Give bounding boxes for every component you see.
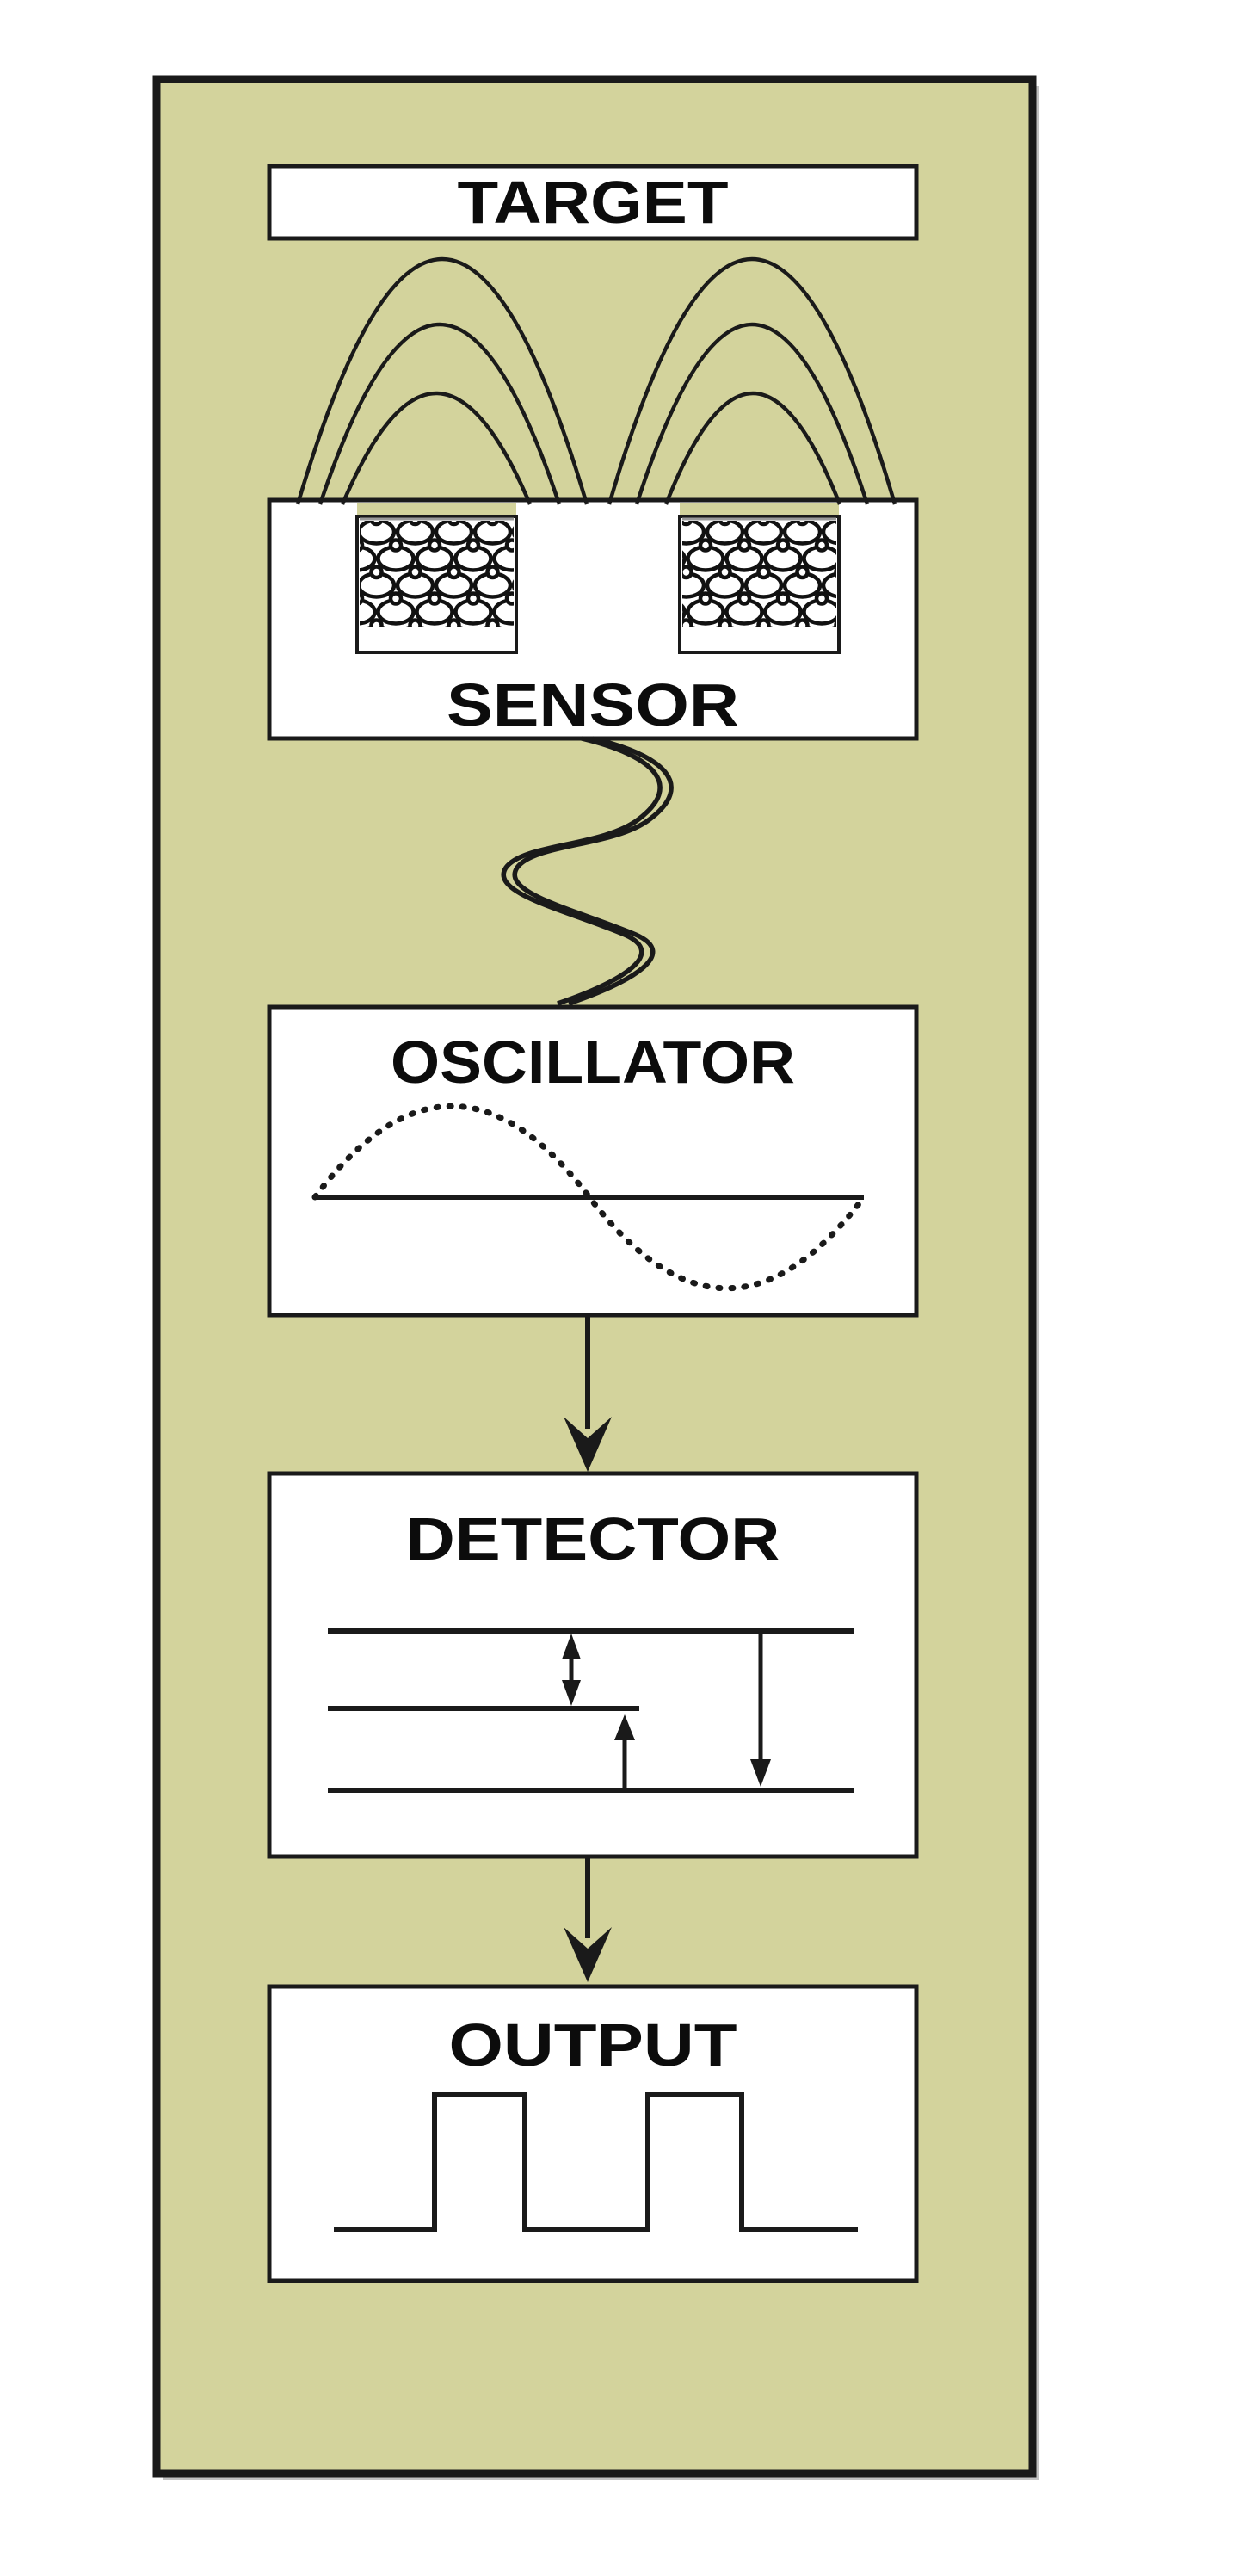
falling-arrowhead	[750, 1759, 771, 1787]
output-block: OUTPUT	[267, 1984, 919, 2283]
flow-arrow-oscillator-detector	[564, 1315, 612, 1472]
oscillator-box	[267, 1004, 919, 1318]
cable-wire-1	[501, 736, 663, 1006]
hysteresis-double-arrow	[562, 1634, 581, 1706]
sensor-block: SENSOR	[267, 497, 919, 741]
sine-wave-dotted	[311, 1103, 867, 1292]
magnetic-field-arcs	[295, 257, 897, 505]
cable-wire-2	[512, 736, 674, 1006]
square-wave-pulses	[334, 2092, 858, 2232]
flow-arrow-detector-output	[564, 1856, 612, 1982]
target-box	[267, 164, 919, 241]
flux-arc-left-inner	[340, 391, 533, 505]
flow-arrowhead	[564, 1927, 612, 1982]
rising-signal-arrow	[614, 1714, 635, 1788]
flux-arc-right-middle	[634, 322, 870, 505]
flux-arc-left-middle	[317, 323, 562, 505]
hysteresis-arrowhead-down	[562, 1680, 581, 1706]
coil-winding-pattern-right	[682, 521, 836, 627]
twisted-pair-cable	[501, 736, 674, 1006]
flux-arc-right-outer	[607, 257, 897, 505]
oscillator-block: OSCILLATOR	[267, 1004, 919, 1318]
output-label: OUTPUT	[449, 2011, 737, 2079]
oscillator-label: OSCILLATOR	[391, 1029, 795, 1096]
detector-block: DETECTOR	[267, 1471, 919, 1859]
hysteresis-arrowhead-up	[562, 1634, 581, 1659]
slot-notch-right	[680, 503, 839, 516]
rising-arrowhead	[614, 1714, 635, 1740]
flux-arc-left-outer	[295, 257, 589, 505]
target-label: TARGET	[458, 169, 729, 236]
flux-arc-right-inner	[663, 392, 842, 505]
falling-signal-arrow	[750, 1634, 771, 1787]
slot-notch-left	[357, 503, 516, 516]
detector-label: DETECTOR	[406, 1505, 780, 1572]
flow-arrowhead	[564, 1417, 612, 1472]
sensor-label: SENSOR	[447, 671, 739, 738]
coil-winding-pattern-left	[360, 521, 514, 627]
target-block: TARGET	[267, 164, 919, 241]
